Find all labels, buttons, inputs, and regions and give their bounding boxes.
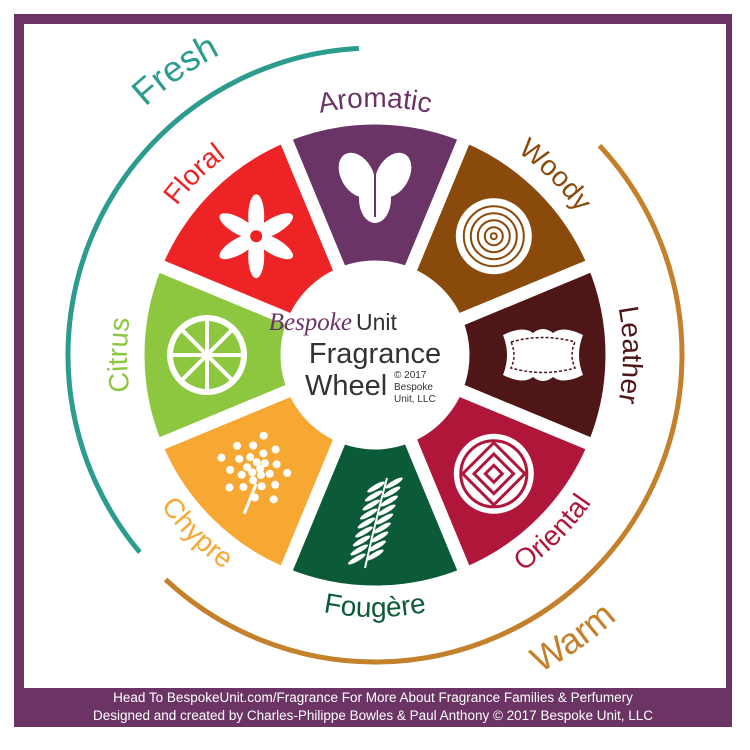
mint-leaf-icon xyxy=(338,147,412,223)
footer-credits: Designed and created by Charles-Philippe… xyxy=(92,708,654,723)
copyright-line1: © 2017 xyxy=(394,370,427,381)
center-circle xyxy=(287,267,463,443)
copyright-line2: Bespoke xyxy=(394,382,433,393)
title-wheel: Wheel xyxy=(305,370,387,402)
label-citrus: Citrus xyxy=(102,316,136,395)
footer-link-text[interactable]: Head To BespokeUnit.com/Fragrance For Mo… xyxy=(113,690,633,705)
leather-hide-icon xyxy=(503,329,583,381)
brand-script: Bespoke xyxy=(269,309,352,336)
tree-rings-icon xyxy=(455,198,532,275)
label-fougere: Fougère xyxy=(322,587,428,623)
fern-icon xyxy=(348,477,403,569)
wheel-segments xyxy=(131,111,619,599)
citrus-slice-icon xyxy=(167,315,247,395)
label-leather-text: Leather xyxy=(613,304,649,407)
label-leather: Leather xyxy=(613,304,649,407)
footer: Head To BespokeUnit.com/Fragrance For Mo… xyxy=(14,688,732,728)
center-logo: Bespoke Unit Fragrance Wheel © 2017 Besp… xyxy=(269,309,441,405)
fresh-group-label: Fresh xyxy=(124,25,225,113)
label-citrus-text: Citrus xyxy=(102,316,136,395)
warm-group-label: Warm xyxy=(524,594,623,680)
copyright-line3: Unit, LLC xyxy=(394,394,436,405)
title-fragrance: Fragrance xyxy=(309,338,441,370)
brand-word: Unit xyxy=(356,309,398,335)
group-label-text: Warm xyxy=(524,594,623,680)
oriental-knot-icon xyxy=(453,433,534,514)
fresh-group-arc xyxy=(65,45,360,554)
moss-icon xyxy=(217,431,292,515)
label-fougere-text: Fougère xyxy=(322,587,428,623)
warm-group-arc xyxy=(163,143,685,665)
lily-icon xyxy=(219,194,293,279)
group-label-text: Fresh xyxy=(124,25,225,113)
